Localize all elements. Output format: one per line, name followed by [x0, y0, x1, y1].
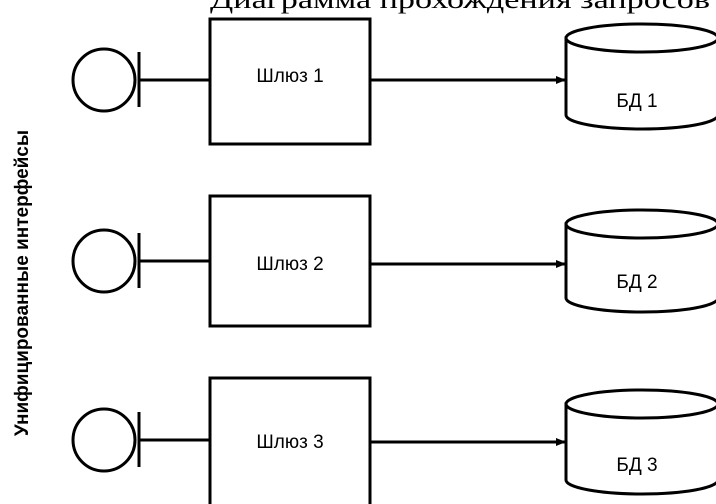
database-label-2: БД 2 — [616, 272, 657, 293]
interface-row-1: Шлюз 1 БД 1 — [71, 17, 716, 146]
database-label-1: БД 1 — [616, 91, 657, 112]
gateway-label-2: Шлюз 2 — [256, 254, 323, 275]
database-top-1 — [564, 22, 716, 54]
database-label-3: БД 3 — [616, 455, 657, 476]
gateway-box-2 — [208, 194, 372, 328]
interface-row-3: Шлюз 3 БД 3 — [71, 376, 716, 504]
gateway-label-1: Шлюз 1 — [256, 66, 323, 87]
interface-row-2: Шлюз 2 БД 2 — [71, 194, 716, 328]
side-label: Унифицированные интерфейсы — [12, 130, 33, 436]
interface-circle-2 — [71, 228, 137, 294]
database-cylinder-3 — [564, 402, 716, 496]
database-cylinder-2 — [564, 222, 716, 314]
database-cylinder-1 — [564, 36, 716, 131]
gateway-box-1 — [208, 17, 372, 146]
interface-circle-3 — [71, 407, 137, 473]
gateway-label-3: Шлюз 3 — [256, 432, 323, 453]
interface-circle-1 — [71, 47, 137, 113]
header-fragment: Диаграмма прохождения запросов — [210, 0, 710, 14]
database-top-2 — [564, 208, 716, 240]
database-top-3 — [564, 388, 716, 420]
gateway-box-3 — [208, 376, 372, 504]
